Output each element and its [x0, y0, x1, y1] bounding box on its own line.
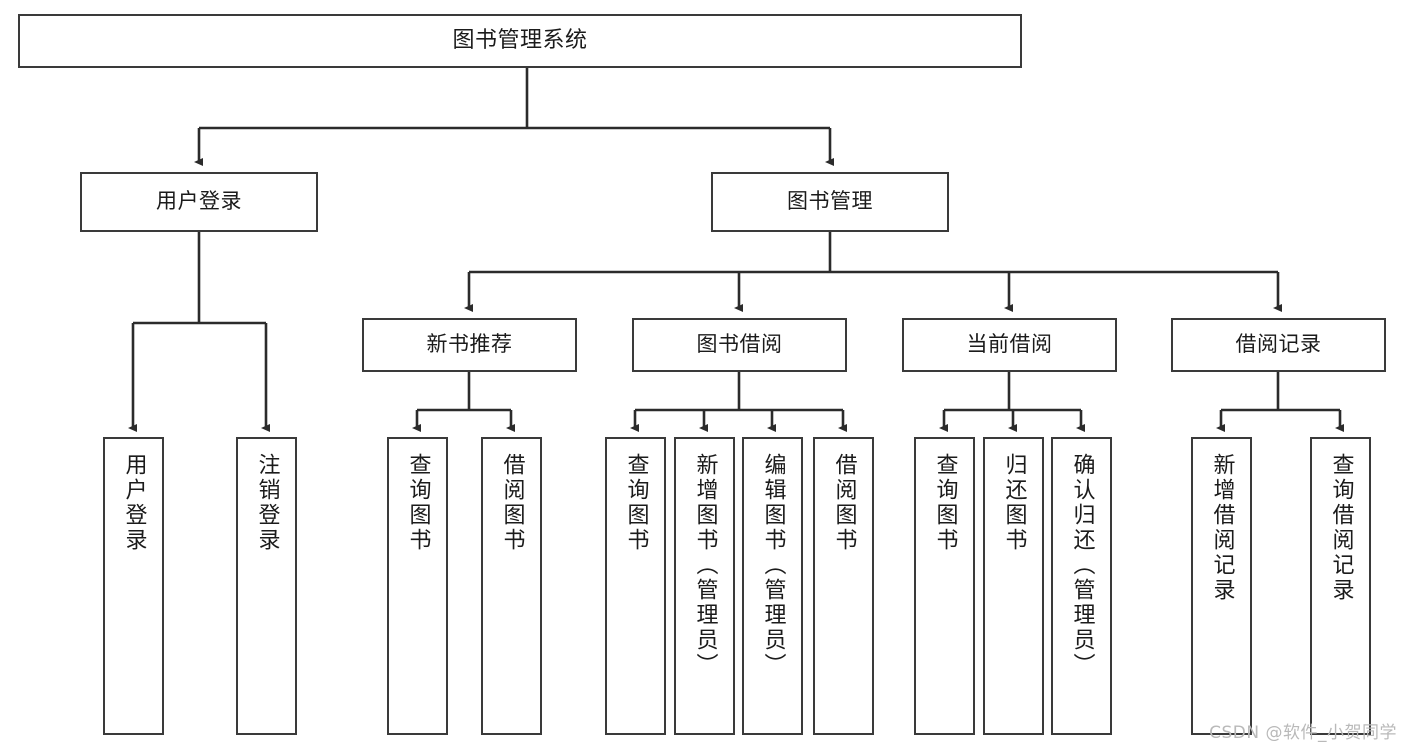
leaf-query-book-2-label: 查询图书 — [623, 453, 649, 553]
node-book-borrow-label: 图书借阅 — [696, 332, 783, 357]
leaf-query-record[interactable]: 查询借阅记录 — [1310, 437, 1371, 735]
node-root[interactable]: 图书管理系统 — [18, 14, 1022, 68]
node-new-book-rec[interactable]: 新书推荐 — [362, 318, 577, 372]
leaf-query-book-1-label: 查询图书 — [405, 453, 431, 553]
node-user-login-label: 用户登录 — [156, 189, 242, 214]
leaf-edit-book[interactable]: 编辑图书（管理员） — [742, 437, 803, 735]
leaf-user-login-label: 用户登录 — [121, 453, 147, 553]
leaf-borrow-book-1-label: 借阅图书 — [499, 453, 525, 553]
leaf-query-book-3[interactable]: 查询图书 — [914, 437, 975, 735]
leaf-logout-label: 注销登录 — [254, 453, 280, 553]
leaf-query-book-2[interactable]: 查询图书 — [605, 437, 666, 735]
leaf-add-record[interactable]: 新增借阅记录 — [1191, 437, 1252, 735]
leaf-logout[interactable]: 注销登录 — [236, 437, 297, 735]
node-book-borrow[interactable]: 图书借阅 — [632, 318, 847, 372]
leaf-query-book-1[interactable]: 查询图书 — [387, 437, 448, 735]
node-current-borrow[interactable]: 当前借阅 — [902, 318, 1117, 372]
leaf-borrow-book-2-label: 借阅图书 — [831, 453, 857, 553]
node-borrow-record[interactable]: 借阅记录 — [1171, 318, 1386, 372]
leaf-query-book-3-label: 查询图书 — [932, 453, 958, 553]
leaf-query-record-label: 查询借阅记录 — [1328, 453, 1354, 603]
leaf-add-book-label: 新增图书（管理员） — [692, 453, 718, 678]
node-user-login[interactable]: 用户登录 — [80, 172, 318, 232]
leaf-return-book[interactable]: 归还图书 — [983, 437, 1044, 735]
node-book-manage[interactable]: 图书管理 — [711, 172, 949, 232]
leaf-user-login[interactable]: 用户登录 — [103, 437, 164, 735]
leaf-edit-book-label: 编辑图书（管理员） — [760, 453, 786, 678]
leaf-confirm-return-label: 确认归还（管理员） — [1069, 453, 1095, 678]
leaf-add-record-label: 新增借阅记录 — [1209, 453, 1235, 603]
leaf-borrow-book-2[interactable]: 借阅图书 — [813, 437, 874, 735]
leaf-borrow-book-1[interactable]: 借阅图书 — [481, 437, 542, 735]
node-current-borrow-label: 当前借阅 — [966, 332, 1053, 357]
leaf-confirm-return[interactable]: 确认归还（管理员） — [1051, 437, 1112, 735]
node-root-label: 图书管理系统 — [452, 27, 588, 53]
node-borrow-record-label: 借阅记录 — [1235, 332, 1322, 357]
leaf-return-book-label: 归还图书 — [1001, 453, 1027, 553]
csdn-watermark: CSDN @软件_小贺同学 — [1209, 723, 1397, 743]
node-book-manage-label: 图书管理 — [787, 189, 873, 214]
leaf-add-book[interactable]: 新增图书（管理员） — [674, 437, 735, 735]
node-new-book-rec-label: 新书推荐 — [426, 332, 513, 357]
